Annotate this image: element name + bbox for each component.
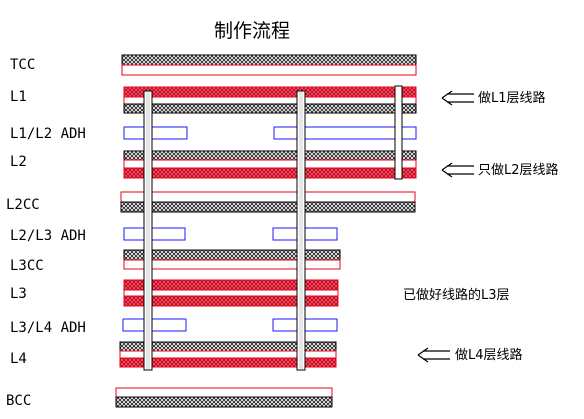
layer-label-l3l4-adh: L3/L4 ADH: [10, 320, 86, 336]
layer-label-l2cc: L2CC: [6, 197, 40, 213]
note-l2: 只做L2层线路: [478, 162, 559, 178]
via-middle: [296, 90, 306, 371]
note-l1: 做L1层线路: [478, 90, 546, 106]
via-right-blind: [394, 85, 403, 180]
bcc-layer: [115, 387, 333, 408]
arrow-l4: [417, 347, 450, 363]
l2-layer: [123, 150, 417, 179]
layer-label-l2: L2: [10, 154, 27, 170]
l1-layer: [123, 86, 417, 114]
layer-label-l1: L1: [10, 89, 27, 105]
l3-layer: [123, 279, 339, 307]
arrow-l1: [441, 90, 474, 106]
l3cc-layer: [123, 249, 341, 270]
layer-label-tcc: TCC: [10, 57, 35, 73]
layer-label-l1l2-adh: L1/L2 ADH: [10, 126, 86, 142]
l1l2-adhesive: [123, 126, 417, 140]
l2cc-layer: [120, 191, 416, 213]
note-l3: 已做好线路的L3层: [403, 287, 510, 303]
layer-label-l4: L4: [10, 351, 27, 367]
tcc-layer: [121, 54, 417, 76]
l4-layer: [119, 341, 337, 368]
via-left: [143, 90, 153, 371]
arrow-l2: [441, 162, 474, 178]
layer-label-l3: L3: [10, 286, 27, 302]
layer-label-l2l3-adh: L2/L3 ADH: [10, 228, 86, 244]
diagram-title: 制作流程: [214, 20, 290, 42]
layer-label-bcc: BCC: [6, 393, 31, 409]
note-l4: 做L4层线路: [455, 347, 523, 363]
layer-label-l3cc: L3CC: [10, 258, 44, 274]
